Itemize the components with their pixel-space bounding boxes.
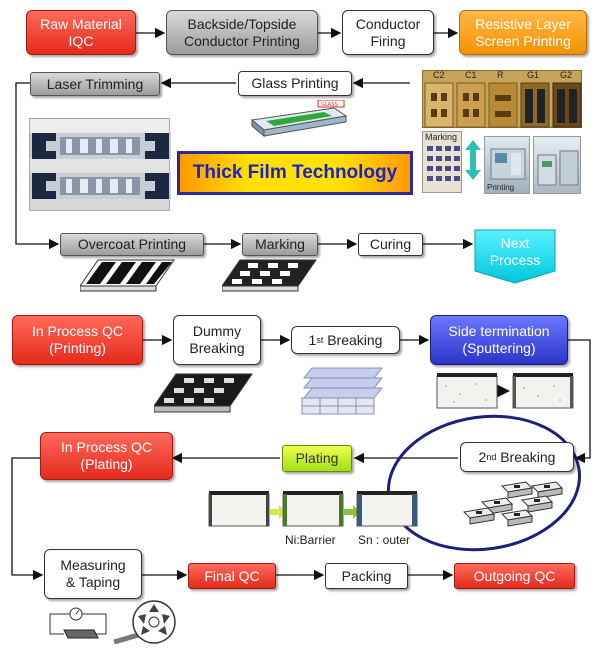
glass-layer-tag: GLASS bbox=[321, 102, 338, 108]
measuring-taping-step: Measuring & Taping bbox=[44, 549, 142, 599]
side-termination-chip-after bbox=[512, 373, 574, 409]
side-termination-step: Side termination (Sputtering) bbox=[430, 315, 568, 365]
second-breaking-text: Breaking bbox=[496, 448, 556, 465]
next-process-shape bbox=[474, 229, 556, 284]
second-breaking-chips-illustration bbox=[462, 481, 564, 527]
first-breaking-illustration bbox=[301, 367, 384, 415]
dummy-breaking-step: Dummy Breaking bbox=[173, 315, 261, 365]
photo-tag-g1: G1 bbox=[527, 70, 540, 80]
first-breaking-text: Breaking bbox=[323, 331, 383, 348]
marking-photo bbox=[422, 131, 462, 193]
next-process-step: Next Process bbox=[489, 235, 541, 268]
resistive-layer-step: Resistive Layer Screen Printing bbox=[459, 10, 587, 55]
thick-film-technology-banner: Thick Film Technology bbox=[177, 151, 413, 195]
first-breaking-num: 1 bbox=[308, 331, 317, 348]
final-qc-step: Final QC bbox=[188, 563, 276, 589]
outgoing-qc-step: Outgoing QC bbox=[454, 563, 575, 589]
plating-chip-base bbox=[208, 491, 270, 527]
photo-tag-r: R bbox=[497, 70, 504, 80]
plating-step: Plating bbox=[282, 445, 352, 472]
factory-line-photo bbox=[533, 136, 581, 194]
conductor-firing-step: Conductor Firing bbox=[342, 10, 434, 55]
dummy-breaking-illustration bbox=[154, 373, 253, 413]
marking-illustration bbox=[222, 259, 317, 292]
second-breaking-num: 2 bbox=[478, 448, 487, 465]
glass-printing-illustration: GLASS bbox=[250, 100, 348, 138]
plating-chip-nickel bbox=[282, 491, 344, 527]
printing-photo-tag: Printing bbox=[487, 183, 515, 192]
packing-step: Packing bbox=[325, 563, 408, 589]
backside-topside-printing-step: Backside/Topside Conductor Printing bbox=[166, 10, 318, 55]
raw-material-iqc-step: Raw Material IQC bbox=[26, 10, 136, 55]
laser-trimming-photo bbox=[29, 118, 171, 211]
measuring-meter-illustration bbox=[49, 607, 107, 639]
tape-reel-illustration bbox=[113, 600, 176, 645]
photo-tag-c2: C2 bbox=[433, 70, 445, 80]
laser-trimming-step: Laser Trimming bbox=[30, 72, 160, 96]
overcoat-illustration bbox=[80, 259, 175, 292]
printing-machine-photo bbox=[484, 136, 530, 194]
overcoat-printing-step: Overcoat Printing bbox=[60, 233, 204, 256]
in-process-qc-plating-step: In Process QC (Plating) bbox=[40, 432, 173, 480]
marking-step: Marking bbox=[242, 233, 318, 256]
sn-outer-label: Sn : outer bbox=[358, 533, 411, 547]
in-process-qc-printing-step: In Process QC (Printing) bbox=[12, 315, 143, 365]
double-arrow-icon bbox=[465, 140, 481, 180]
glass-printing-step: Glass Printing bbox=[238, 71, 352, 96]
photo-tag-c1: C1 bbox=[465, 70, 477, 80]
ni-barrier-label: Ni:Barrier bbox=[285, 533, 336, 547]
photo-tag-g2: G2 bbox=[560, 70, 573, 80]
marking-photo-tag: Marking bbox=[425, 132, 458, 142]
curing-step: Curing bbox=[358, 233, 423, 256]
plating-chip-tin bbox=[356, 491, 418, 527]
screen-printing-photos bbox=[422, 70, 582, 128]
side-termination-chip-before bbox=[436, 373, 498, 409]
